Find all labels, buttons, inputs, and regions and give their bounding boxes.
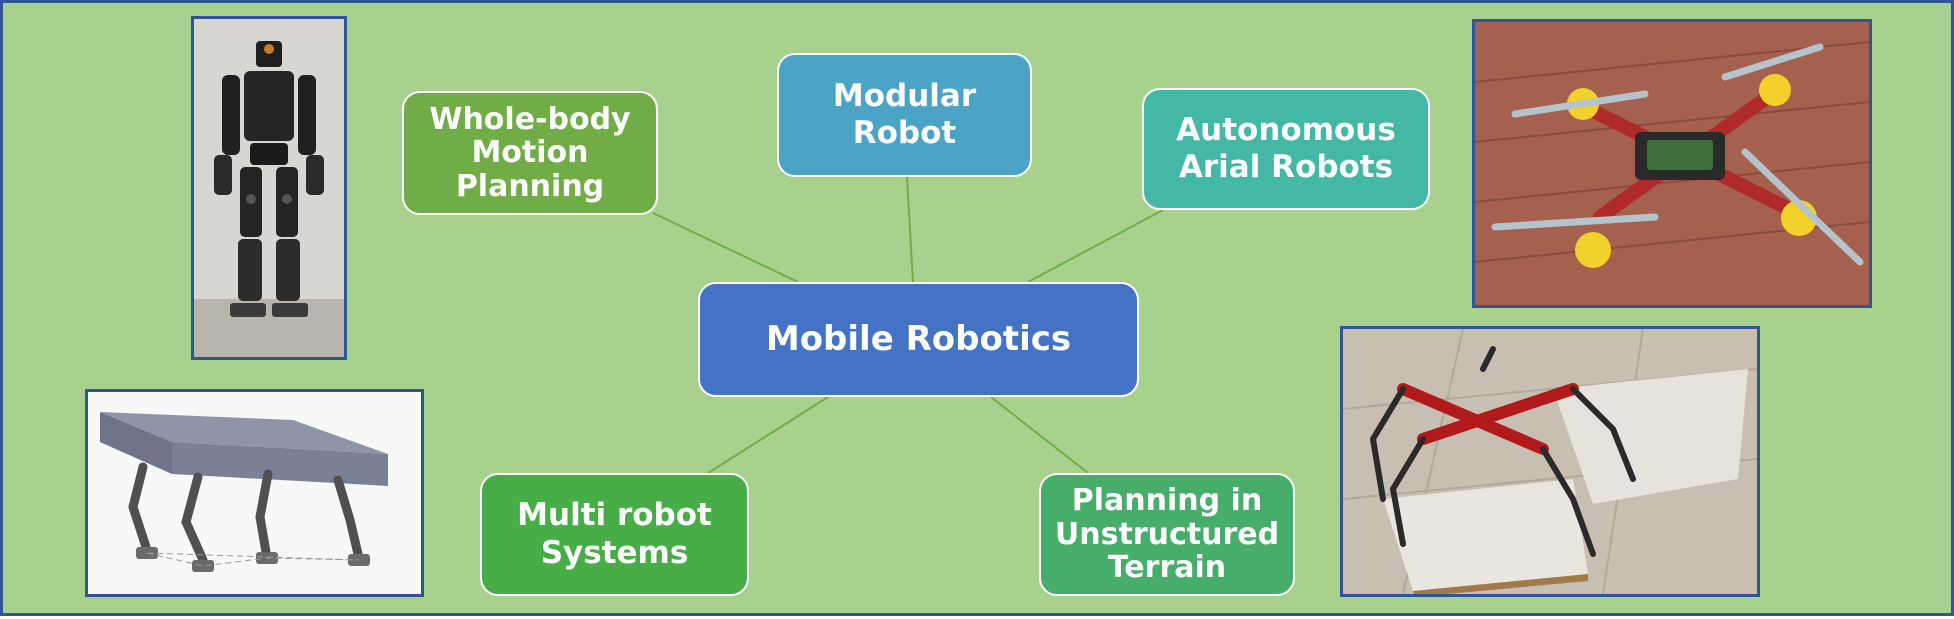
branch-label-line: Terrain [1107,550,1227,586]
branch-node-modular-robot: Modular Robot [777,53,1032,177]
branch-node-whole-body-motion-planning: Whole-body Motion Planning [402,91,658,215]
connector-aerial [1027,209,1164,283]
connector-modular [906,176,914,283]
connector-terrain [990,396,1089,474]
branch-node-autonomous-arial-robots: Autonomous Arial Robots [1142,88,1430,210]
branch-node-multi-robot-systems: Multi robot Systems [480,473,749,596]
branch-label-line: Modular [832,77,977,114]
center-node-label: Mobile Robotics [765,319,1072,360]
branch-label-line: Motion [471,135,589,171]
connector-whole-body [652,212,799,283]
hexapod-robot-image [1340,326,1760,597]
humanoid-robot-illustration [194,19,344,357]
parallel-platform-illustration [88,392,421,594]
branch-label-line: Unstructured [1054,516,1280,552]
branch-label-line: Arial Robots [1178,149,1394,185]
branch-label-line: Whole-body [429,101,631,137]
center-node-mobile-robotics: Mobile Robotics [698,282,1139,397]
quadcopter-image [1472,19,1872,308]
parallel-platform-image [85,389,424,597]
branch-label-line: Planning [455,168,605,204]
branch-node-planning-unstructured-terrain: Planning in Unstructured Terrain [1039,473,1295,596]
branch-label-line: Multi robot [517,497,712,534]
branch-label-line: Robot [852,115,957,151]
connector-lines [652,176,1164,474]
humanoid-robot-image [191,16,347,360]
connector-multi [707,396,829,474]
hexapod-robot-illustration [1343,329,1757,594]
branch-label-line: Systems [540,534,689,571]
branch-label-line: Planning in [1071,483,1263,519]
quadcopter-illustration [1475,22,1869,305]
branch-label-line: Autonomous [1176,111,1396,148]
